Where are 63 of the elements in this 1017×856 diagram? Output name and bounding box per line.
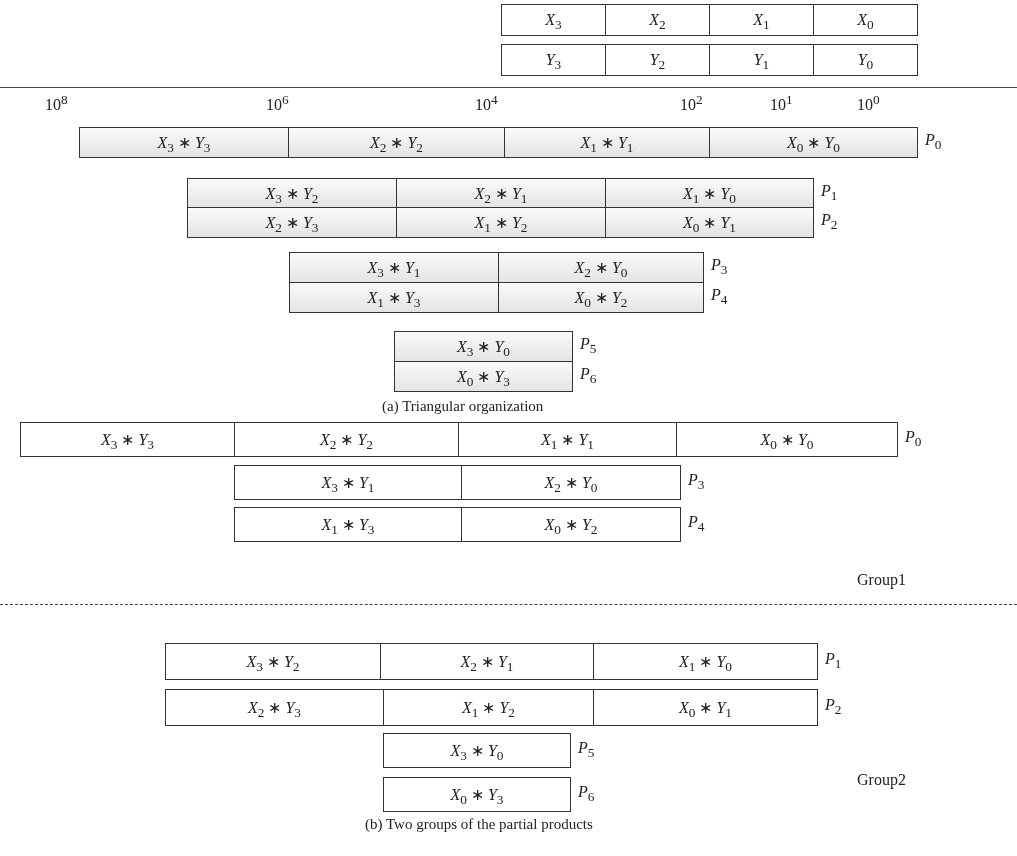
row-label: P$_{3}$ (711, 256, 728, 279)
partial-product-cell: X$_{2}$ ∗ Y$_{3}$ (165, 689, 384, 726)
weight-label: 10$^{4}$ (475, 92, 498, 115)
partial-product-cell: X$_{2}$ ∗ Y$_{1}$ (396, 178, 606, 209)
operand-digit-cell: Y$_{2}$ (605, 44, 710, 76)
row-label: P$_{6}$ (578, 783, 595, 806)
operand-digit-cell: X$_{0}$ (813, 4, 918, 36)
operand-digit-cell: X$_{2}$ (605, 4, 710, 36)
weight-label: 10$^{0}$ (857, 92, 880, 115)
partial-product-cell: X$_{1}$ ∗ Y$_{1}$ (458, 422, 677, 457)
operand-digit-cell: Y$_{3}$ (501, 44, 606, 76)
row-label: P$_{0}$ (905, 428, 922, 451)
partial-product-cell: X$_{3}$ ∗ Y$_{3}$ (79, 127, 289, 158)
weight-label: 10$^{8}$ (45, 92, 68, 115)
partial-product-cell: X$_{3}$ ∗ Y$_{2}$ (165, 643, 381, 680)
operand-digit-cell: Y$_{0}$ (813, 44, 918, 76)
weight-label: 10$^{1}$ (770, 92, 793, 115)
row-label: P$_{2}$ (825, 696, 842, 719)
partial-product-cell: X$_{0}$ ∗ Y$_{0}$ (676, 422, 898, 457)
row-label: P$_{6}$ (580, 365, 597, 388)
partial-product-cell: X$_{3}$ ∗ Y$_{0}$ (394, 331, 573, 362)
partial-product-cell: X$_{0}$ ∗ Y$_{3}$ (383, 777, 571, 812)
operand-digit-cell: X$_{3}$ (501, 4, 606, 36)
partial-product-cell: X$_{1}$ ∗ Y$_{1}$ (504, 127, 710, 158)
caption: (a) Triangular organization (382, 398, 544, 415)
partial-product-cell: X$_{2}$ ∗ Y$_{2}$ (288, 127, 505, 158)
partial-product-cell: X$_{3}$ ∗ Y$_{1}$ (289, 252, 499, 283)
operand-digit-cell: X$_{1}$ (709, 4, 814, 36)
partial-product-cell: X$_{0}$ ∗ Y$_{0}$ (709, 127, 918, 158)
group-label: Group1 (857, 571, 906, 589)
partial-product-cell: X$_{3}$ ∗ Y$_{2}$ (187, 178, 397, 209)
partial-product-cell: X$_{1}$ ∗ Y$_{2}$ (383, 689, 594, 726)
weight-label: 10$^{2}$ (680, 92, 703, 115)
partial-product-cell: X$_{2}$ ∗ Y$_{0}$ (461, 465, 681, 500)
partial-product-cell: X$_{2}$ ∗ Y$_{2}$ (234, 422, 459, 457)
partial-product-cell: X$_{0}$ ∗ Y$_{1}$ (605, 207, 814, 238)
partial-product-cell: X$_{2}$ ∗ Y$_{0}$ (498, 252, 704, 283)
partial-product-cell: X$_{1}$ ∗ Y$_{3}$ (289, 282, 499, 313)
row-label: P$_{1}$ (825, 650, 842, 673)
group-label: Group2 (857, 771, 906, 789)
partial-product-cell: X$_{0}$ ∗ Y$_{1}$ (593, 689, 818, 726)
weight-label: 10$^{6}$ (266, 92, 289, 115)
row-label: P$_{4}$ (688, 513, 705, 536)
partial-product-cell: X$_{3}$ ∗ Y$_{3}$ (20, 422, 235, 457)
row-label: P$_{0}$ (925, 131, 942, 154)
row-label: P$_{4}$ (711, 286, 728, 309)
partial-product-cell: X$_{1}$ ∗ Y$_{0}$ (593, 643, 818, 680)
partial-product-cell: X$_{1}$ ∗ Y$_{0}$ (605, 178, 814, 209)
operand-digit-cell: Y$_{1}$ (709, 44, 814, 76)
partial-product-cell: X$_{1}$ ∗ Y$_{3}$ (234, 507, 462, 542)
row-label: P$_{2}$ (821, 211, 838, 234)
row-label: P$_{5}$ (578, 739, 595, 762)
row-label: P$_{1}$ (821, 182, 838, 205)
partial-product-cell: X$_{2}$ ∗ Y$_{1}$ (380, 643, 594, 680)
partial-product-cell: X$_{0}$ ∗ Y$_{2}$ (498, 282, 704, 313)
row-label: P$_{3}$ (688, 471, 705, 494)
partial-product-cell: X$_{1}$ ∗ Y$_{2}$ (396, 207, 606, 238)
partial-product-cell: X$_{3}$ ∗ Y$_{1}$ (234, 465, 462, 500)
partial-product-cell: X$_{0}$ ∗ Y$_{3}$ (394, 361, 573, 392)
row-label: P$_{5}$ (580, 335, 597, 358)
partial-product-cell: X$_{0}$ ∗ Y$_{2}$ (461, 507, 681, 542)
partial-product-cell: X$_{3}$ ∗ Y$_{0}$ (383, 733, 571, 768)
partial-product-cell: X$_{2}$ ∗ Y$_{3}$ (187, 207, 397, 238)
